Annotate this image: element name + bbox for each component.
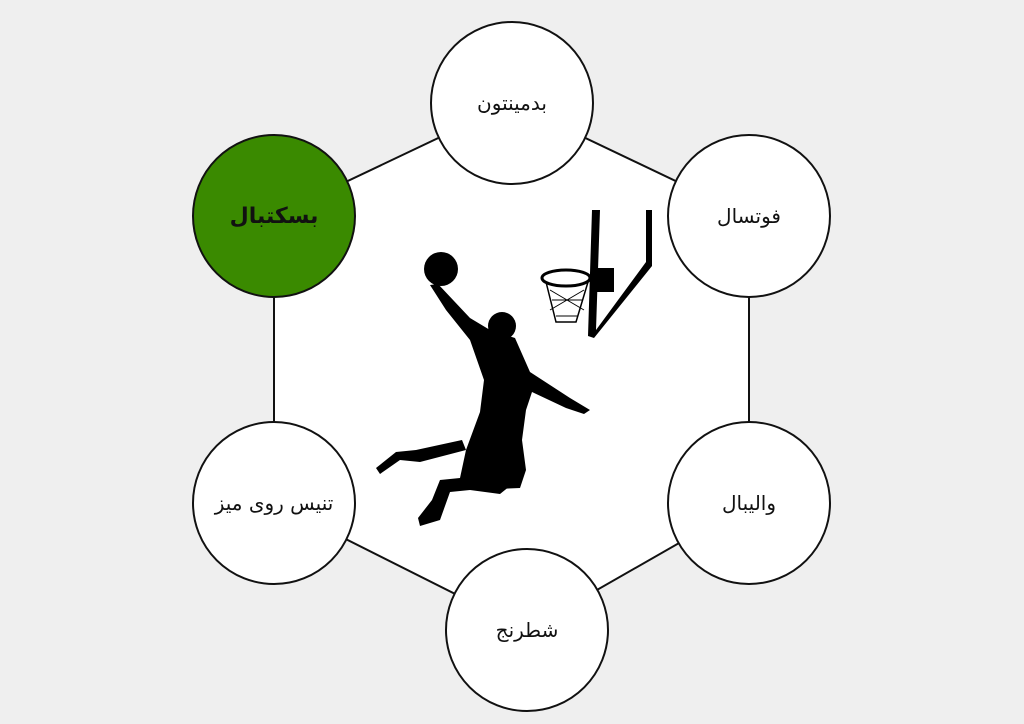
sport-label: والیبال [722,491,777,515]
sport-node-table-tennis[interactable]: تنیس روی میز [192,421,356,585]
sport-node-chess[interactable]: شطرنج [445,548,609,712]
sport-node-futsal[interactable]: فوتسال [667,134,831,298]
basketball-dunk-icon [376,210,652,526]
sport-node-basketball[interactable]: بسکتبال [192,134,356,298]
sport-label: شطرنج [495,618,559,642]
sport-label: بسکتبال [229,203,319,229]
sport-node-badminton[interactable]: بدمینتون [430,21,594,185]
sport-label: فوتسال [717,204,781,228]
sport-label: تنیس روی میز [214,491,334,515]
sport-label: بدمینتون [477,91,547,115]
sport-node-volleyball[interactable]: والیبال [667,421,831,585]
